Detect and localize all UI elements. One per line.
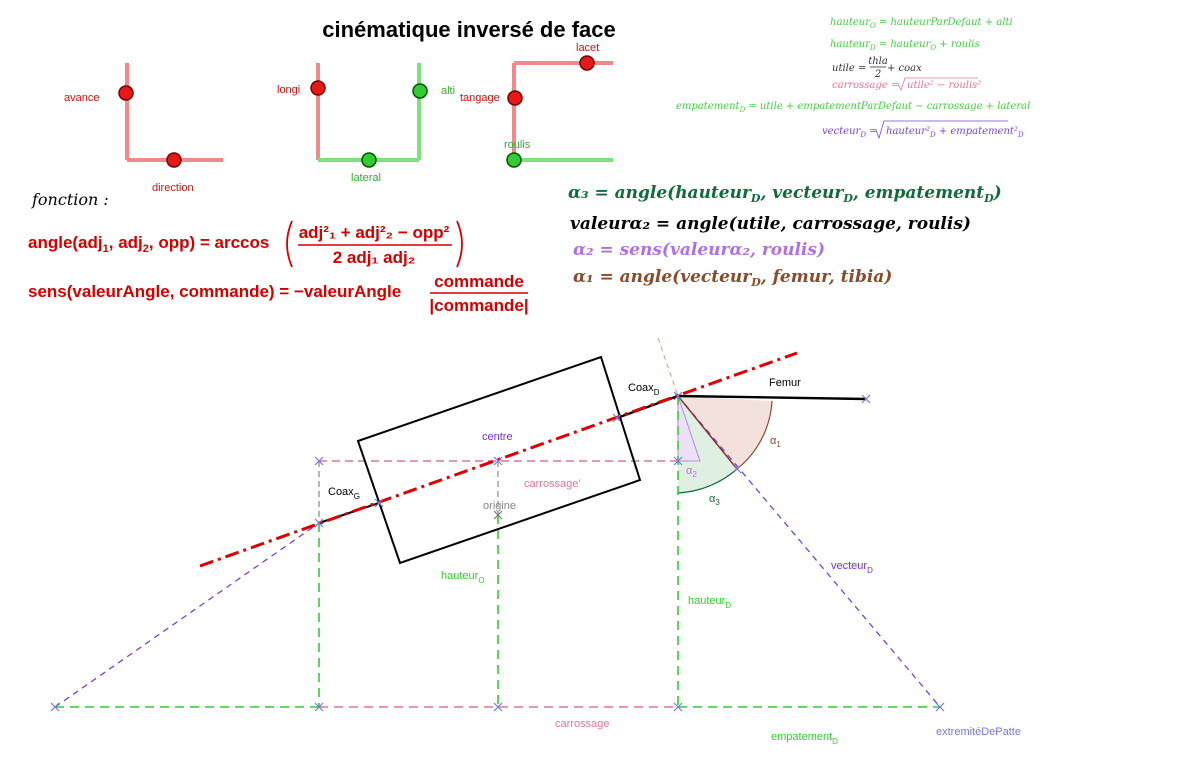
label-alpha2: α2 [686,465,697,479]
slider-handle-lateral[interactable] [361,152,377,168]
point-marker [374,498,384,508]
formula-vecteur-sqrt [875,120,1008,140]
label-empatement-d: empatementD [771,731,838,746]
alpha1-sector [678,396,772,469]
label-centre: centre [482,431,513,443]
point-marker [935,702,945,712]
point-markers [50,391,945,712]
label-hauteur-d: hauteurD [688,595,731,610]
sens-function-lhs: sens(valeurAngle, commande) = −valeurAng… [28,282,401,301]
slider-handle-direction[interactable] [166,152,182,168]
slider-group-3: lacet tangage roulis [460,42,613,168]
formula-vecteur-left: vecteurD = [822,126,878,139]
slider-label-lateral: lateral [351,172,381,184]
geometry: CoaxD Femur centre CoaxG carrossage' ori… [50,337,1021,746]
point-marker [673,391,683,401]
point-marker [673,702,683,712]
point-marker [493,456,503,466]
label-coax-d: CoaxD [628,382,660,397]
slider-label-tangage: tangage [460,92,500,104]
slider-handle-lacet[interactable] [579,55,595,71]
slider-handle-longi[interactable] [310,80,326,96]
formula-hauteur-d: hauteurD = hauteurO + roulis [830,39,980,52]
formula-utile-den: 2 [874,69,881,80]
label-femur: Femur [769,377,801,389]
formula-utile-left: utile = [832,63,866,74]
angle-paren-right [456,220,463,268]
point-marker [612,413,622,423]
label-origine: origine [483,500,516,512]
tibia-segment [677,395,738,470]
formula-utile-num: thla [868,56,888,67]
slider-label-roulis: roulis [504,139,531,151]
point-marker [861,394,871,404]
femur-segment [677,394,867,401]
formula-valeur-alpha2: valeurα₂ = angle(utile, carrossage, roul… [570,214,971,234]
point-marker [50,702,60,712]
formula-hauteur-o: hauteurO = hauteurParDefaut + alti [830,17,1013,30]
angle-paren-left [286,220,293,268]
slider-handle-roulis[interactable] [506,152,522,168]
top-formulas: hauteurO = hauteurParDefaut + alti haute… [676,17,1030,140]
formula-carrossage-left: carrossage = [832,80,899,91]
label-alpha1: α1 [770,435,781,449]
slider-handle-alti[interactable] [412,83,428,99]
angle-denominator: 2 adj₁ adj₂ [333,248,416,267]
point-marker [732,464,742,474]
point-marker [314,702,324,712]
slider-group-2: longi alti lateral [277,63,455,184]
fonction-label: fonction : [31,190,109,209]
point-marker [314,456,324,466]
formula-alpha1: α₁ = angle(vecteurD, femur, tibia) [573,267,892,289]
right-formulas: α₃ = angle(hauteurD, vecteurD, empatemen… [568,183,1002,289]
body-rectangle [356,355,642,565]
label-coax-g: CoaxG [328,486,360,501]
slider-label-avance: avance [64,92,99,104]
slider-label-longi: longi [277,84,300,96]
page-title: cinématique inversé de face [322,17,615,42]
label-carrossage-prime: carrossage' [524,478,581,490]
sens-numerator: commande [434,272,524,291]
formula-vecteur-rad: hauteur²D + empatement²D [886,126,1024,139]
label-alpha3: α3 [709,493,720,507]
label-extremite-de-patte: extremitéDePatte [936,726,1021,738]
vecteur-d-line [677,395,941,708]
label-hauteur-o: hauteurO [441,570,485,585]
sens-denominator: |commande| [429,296,528,315]
slider-group-1: avance direction [64,63,223,194]
slider-label-lacet: lacet [576,42,599,54]
formula-empatement: empatementD = utile + empatementParDefau… [676,101,1030,114]
femur-extension-line [657,337,679,397]
formula-utile-rest: + coax [887,63,922,74]
point-marker [493,702,503,712]
label-vecteur-d: vecteurD [831,560,873,575]
slider-label-direction: direction [152,182,194,194]
formula-alpha3: α₃ = angle(hauteurD, vecteurD, empatemen… [568,183,1002,205]
slider-handle-tangage[interactable] [507,90,523,106]
point-marker [673,456,683,466]
angle-numerator: adj²₁ + adj²₂ − opp² [299,223,450,242]
angle-function-lhs: angle(adj1, adj2, opp) = arccos [28,233,269,255]
angle-function: angle(adj1, adj2, opp) = arccos adj²₁ + … [28,220,463,268]
formula-carrossage-rad: utile² − roulis² [907,80,981,91]
slider-label-alti: alti [441,85,455,97]
formula-carrossage-sqrt [897,77,978,92]
point-marker [314,518,324,528]
body-axis-line [199,351,798,568]
alpha3-sector [678,396,737,493]
formula-alpha2: α₂ = sens(valeurα₂, roulis) [573,240,825,260]
label-carrossage: carrossage [555,718,609,730]
diagram-labels: CoaxD Femur centre CoaxG carrossage' ori… [328,377,1021,746]
sens-function: sens(valeurAngle, commande) = −valeurAng… [28,272,529,315]
slider-handle-avance[interactable] [118,85,134,101]
point-marker [493,510,503,520]
left-vecteur-line [54,522,320,708]
alpha1-arc [736,400,773,470]
